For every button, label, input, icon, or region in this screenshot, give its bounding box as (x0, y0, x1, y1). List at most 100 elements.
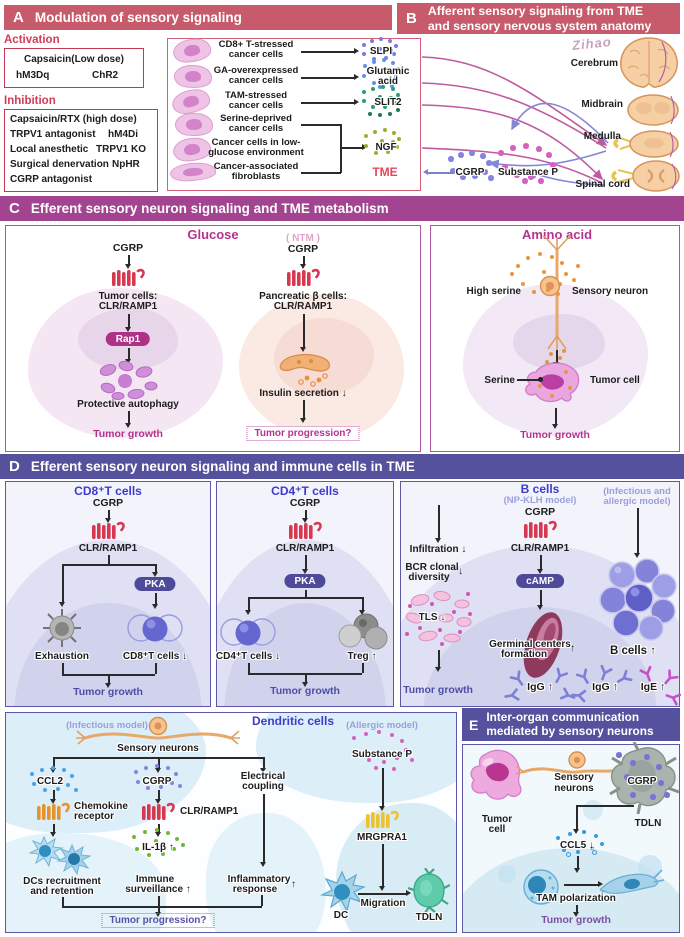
ige-label: IgE ↑ (640, 681, 666, 693)
arrow (155, 824, 161, 837)
arrow (125, 255, 131, 269)
inhibition-row4r: NpHR (112, 159, 140, 170)
arrow (105, 510, 111, 523)
chemokine-line1: Chemokine (74, 801, 128, 812)
ngf-label: NGF (375, 142, 397, 153)
ntm-label: ( NTM ) (286, 233, 320, 244)
arrow (300, 256, 306, 269)
inhibition-row3r: TRPV1 KO (96, 144, 147, 155)
tumor-growth-label: Tumor growth (403, 684, 473, 696)
tme-label: TME (372, 165, 398, 179)
bcr-line1: BCR clonal (405, 562, 459, 573)
activation-box (4, 48, 144, 88)
inhibition-row2l: TRPV1 antagonist (10, 129, 96, 140)
ccl2-dots (30, 772, 35, 777)
panel-d-letter: D (9, 458, 20, 475)
tme-cell2-line1: GA-overexpressed (213, 65, 299, 76)
line (108, 555, 110, 564)
arrow (50, 757, 56, 773)
slit2-dots (362, 90, 367, 95)
panel-c-title: Efferent sensory neuron signaling and TM… (30, 201, 389, 216)
polarized-tam-icon (598, 869, 664, 899)
sensory-neuron-icon (76, 716, 240, 745)
exhausted-tcell-icon (43, 609, 81, 647)
sensory-neuron-label: Sensory neuron (572, 286, 649, 297)
panel-e-title-line1: Inter-organ communication (486, 709, 640, 724)
line (62, 564, 155, 566)
panel-b-letter: B (406, 10, 417, 27)
activation-capsaicin: Capsaicin(Low dose) (23, 54, 125, 65)
substance-p-dots (352, 736, 357, 741)
cgrp-label: CGRP (92, 497, 124, 509)
arrow (300, 400, 306, 423)
line (155, 663, 157, 674)
pancreatic-cells-line2: CLR/RAMP1 (273, 301, 333, 312)
arrow (340, 144, 367, 150)
rap1-pill: Rap1 (105, 332, 151, 346)
cerebrum-label: Cerebrum (570, 58, 618, 69)
tme-cell4-line2: cancer cells (228, 123, 284, 134)
arrow (301, 99, 359, 105)
arrow (302, 555, 308, 574)
line (158, 896, 160, 906)
arrow (152, 564, 158, 577)
cgrp-dots (616, 752, 622, 758)
arrow (50, 790, 56, 804)
migration-label: Migration (360, 898, 406, 909)
dcs-line1: DCs recruitment (23, 876, 101, 887)
npklh-model-label: (NP-KLH model) (503, 495, 577, 506)
cgrp-label: CGRP (627, 776, 657, 787)
line (248, 663, 250, 673)
cgrp-label: CGRP (289, 497, 321, 509)
substance-p-legend-label: Substance P (497, 167, 559, 178)
infectious-model-label: (Infectious model) (66, 720, 148, 731)
bg-bubble (498, 865, 516, 883)
inflammatory-line1: Inflammatory (227, 874, 291, 885)
arrow (574, 856, 580, 873)
pka-pill: PKA (134, 577, 176, 591)
panel-b-title-line1: Afferent sensory signaling from TME (427, 4, 644, 19)
cgrp-dots (134, 770, 139, 775)
exhaustion-label: Exhaustion (35, 651, 89, 662)
tme-cell3-line2: cancer cells (228, 100, 284, 111)
panel-e-letter: E (469, 716, 479, 733)
tme-cell6-line1: Cancer-associated (213, 161, 299, 172)
inhibition-box (4, 109, 158, 192)
mrgpra1-label: MRGPRA1 (356, 832, 408, 843)
cd4-receptor-label: CLR/RAMP1 (275, 543, 335, 554)
tumor-cell-label: Tumor cell (590, 375, 640, 386)
arrow (245, 597, 251, 615)
cgrp-label: CGRP (112, 242, 144, 254)
bcr-line2: diversity (408, 572, 450, 583)
cgrp-label: CGRP (142, 776, 172, 787)
panel-a-header: A Modulation of sensory signaling (4, 5, 392, 30)
panel-c-header: C Efferent sensory neuron signaling and … (0, 196, 684, 221)
midbrain-label: Midbrain (581, 99, 623, 110)
line (576, 805, 634, 807)
germinal-centers-line1: Germinal centers (489, 639, 571, 650)
slit2-label: SLIT2 (374, 97, 402, 108)
serine-label: Serine (484, 375, 515, 386)
autophagy-icon (99, 360, 158, 400)
inhibition-row3l: Local anesthetic (10, 144, 89, 155)
cgrp-legend-label: CGRP (455, 167, 485, 178)
immune-line1: Immune (135, 874, 175, 885)
pancreatic-cells-line1: Pancreatic β cells: (259, 291, 347, 302)
activation-title: Activation (4, 34, 60, 46)
ccl5-hollow-dot (592, 850, 597, 855)
arrow (537, 555, 543, 574)
tumor-growth-label: Tumor growth (520, 429, 590, 441)
dc-label: DC (333, 910, 349, 921)
tumor-cell-icon (525, 362, 580, 403)
glucose-title: Glucose (187, 227, 239, 242)
glutamic-label-line1: Glutamic (366, 66, 410, 77)
serine-dots (516, 264, 521, 269)
high-serine-label: High serine (466, 286, 521, 297)
line (261, 895, 263, 906)
line (301, 124, 341, 126)
arrow (634, 508, 640, 558)
substance-p-dots (498, 150, 504, 156)
ccl5-hollow-dot (566, 852, 571, 857)
treg-label: Treg ↑ (347, 651, 377, 662)
bcells-receptor-label: CLR/RAMP1 (510, 543, 570, 554)
